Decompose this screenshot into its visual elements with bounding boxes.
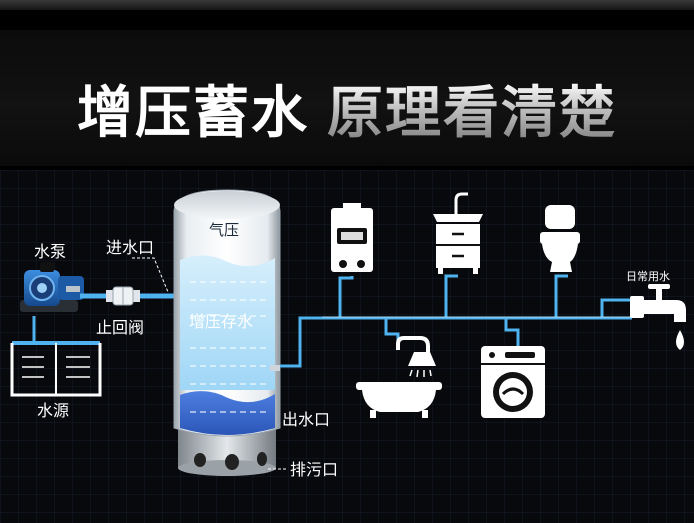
water-heater-icon	[331, 203, 373, 272]
title-part-1: 增压蓄水	[77, 81, 309, 146]
outlet-pipe-network	[280, 274, 636, 368]
faucet-icon	[630, 284, 686, 350]
toilet-icon	[540, 205, 580, 272]
top-edge-bar	[0, 0, 694, 10]
bathtub-shower-icon	[356, 336, 442, 418]
label-check-valve: 止回阀	[96, 318, 145, 337]
label-inlet: 进水口	[106, 238, 155, 257]
title-band	[0, 30, 694, 166]
label-outlet: 出水口	[282, 410, 331, 429]
label-air-pressure: 气压	[209, 221, 240, 239]
title-part-2: 原理看清楚	[327, 81, 617, 146]
check-valve-icon	[106, 286, 140, 306]
washing-machine-icon	[481, 346, 545, 418]
label-pump: 水泵	[34, 242, 67, 261]
label-pressurized-storage: 增压存水	[189, 312, 254, 331]
pressure-tank-icon	[173, 189, 281, 476]
bathroom-cabinet-icon	[433, 192, 483, 274]
page-title: 增压蓄水原理看清楚	[0, 68, 694, 149]
label-water-source: 水源	[37, 401, 70, 420]
label-drain: 排污口	[290, 460, 339, 479]
water-source	[10, 341, 102, 397]
water-pump-icon	[20, 262, 84, 312]
label-daily-use: 日常用水	[626, 270, 670, 283]
